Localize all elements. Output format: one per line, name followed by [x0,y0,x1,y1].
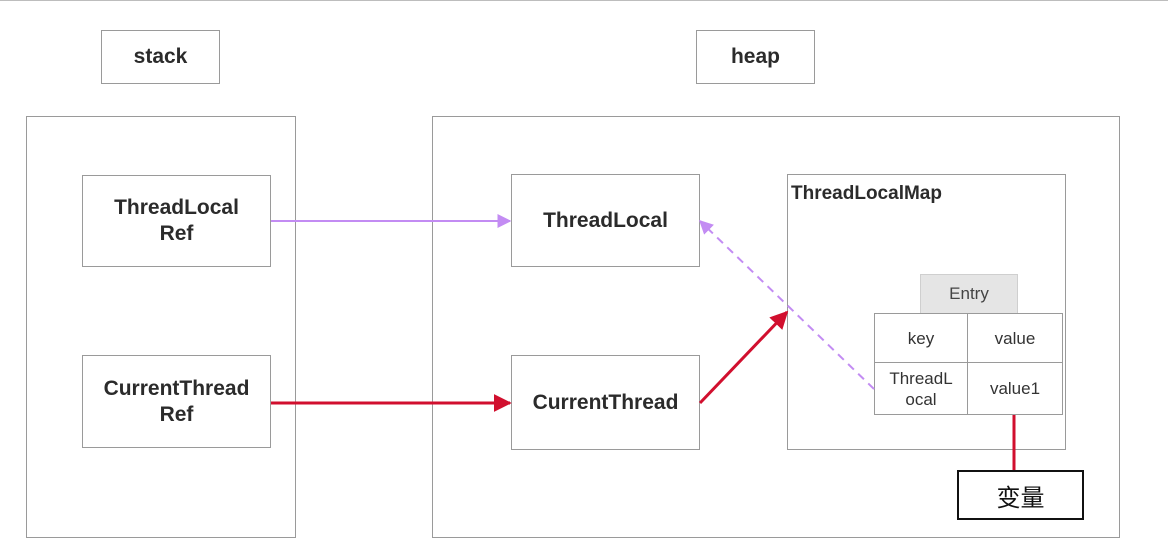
entry-value-header-label: value [994,328,1036,348]
stack-label-text: stack [133,45,188,68]
currentthread-ref-box: CurrentThread Ref [82,355,271,448]
heap-label-text: heap [730,45,780,68]
threadlocal-ref-line2: Ref [159,222,194,245]
currentthread-ref-line1: CurrentThread [103,376,250,400]
variable-label: 变量 [996,483,1045,512]
entry-value-label: value1 [989,379,1041,398]
entry-key-line1: ThreadL [889,368,953,388]
entry-key-header-label: key [907,328,935,348]
currentthread-ref-line2: Ref [159,402,194,426]
currentthread-box: CurrentThread [511,355,700,450]
entry-value-cell: value1 [967,362,1063,415]
threadlocal-ref-line1: ThreadLocal [114,196,239,219]
entry-key-line2: ocal [905,389,937,409]
entry-header: Entry [920,274,1018,314]
stack-label: stack [101,30,220,84]
entry-key-to-threadlocal-weak-ref-arrow [698,220,875,390]
entry-header-label: Entry [949,284,989,303]
threadlocal-box: ThreadLocal [511,174,700,267]
currentthread-label: CurrentThread [532,390,679,414]
top-divider [0,0,1168,1]
threadlocal-label: ThreadLocal [543,208,668,232]
threadlocal-ref-box: ThreadLocal Ref [82,175,271,267]
variable-box: 变量 [957,470,1084,520]
currentthread-to-threadlocalmap-arrow [698,310,789,405]
threadlocalmap-title: ThreadLocalMap [791,183,942,204]
entry-key-cell: ThreadL ocal [874,362,968,415]
heap-label: heap [696,30,815,84]
